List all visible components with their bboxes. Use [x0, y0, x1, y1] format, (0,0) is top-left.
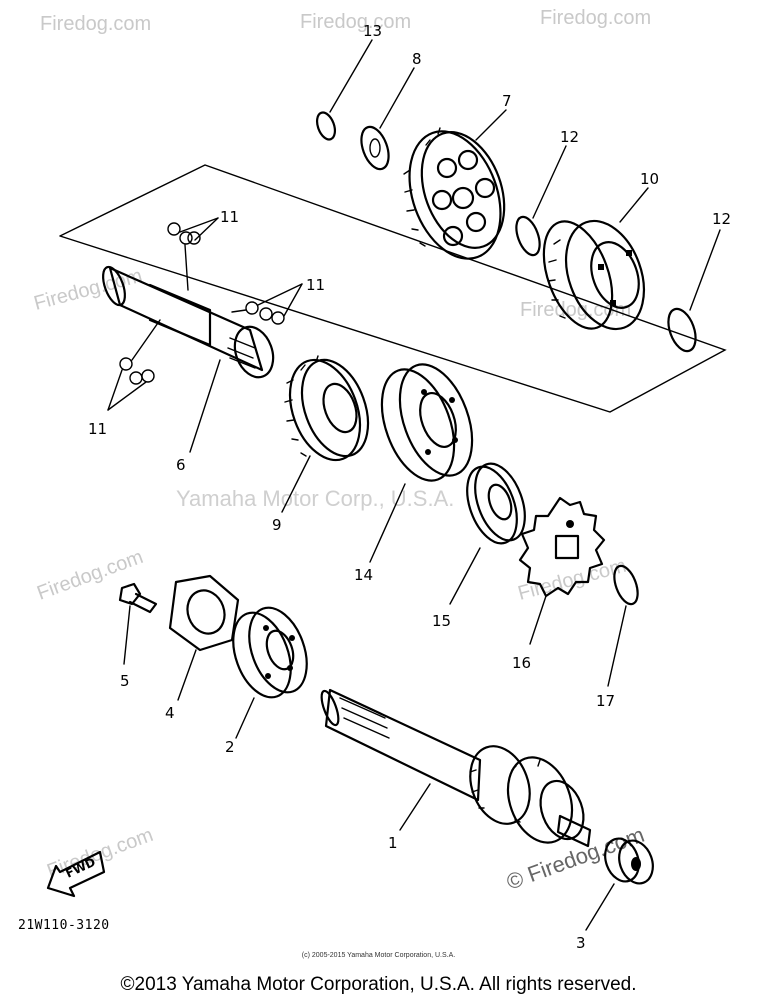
callout-4: 4 [165, 704, 175, 722]
part-15-seal [449, 462, 526, 605]
watermark-firedog-1: Firedog.com [40, 13, 151, 35]
watermark-firedog-2: Firedog.com [300, 11, 411, 33]
part-9-gear [281, 355, 370, 513]
callout-17: 17 [596, 692, 615, 710]
watermarks: Firedog.com Firedog.com Firedog.com Fire… [32, 7, 652, 895]
part-13-circlip [315, 39, 373, 141]
callout-12-lower: 12 [712, 210, 731, 228]
part-1-main-axle [320, 688, 592, 848]
callout-13: 13 [363, 22, 382, 40]
callout-10: 10 [640, 170, 659, 188]
callout-14: 14 [354, 566, 373, 584]
watermark-firedog-3: Firedog.com [540, 7, 651, 29]
part-11-balls [107, 217, 303, 411]
watermark-firedog-5: Firedog.com [520, 299, 631, 321]
small-copyright: (c) 2005-2015 Yamaha Motor Corporation, … [301, 952, 456, 959]
part-7-gear [403, 109, 507, 260]
part-14-bearing [369, 363, 474, 563]
callout-1: 1 [388, 834, 398, 852]
callout-7: 7 [502, 92, 512, 110]
part-17-circlip [607, 564, 639, 687]
callout-15: 15 [432, 612, 451, 630]
assembly-outline [59, 164, 727, 413]
callout-8: 8 [412, 50, 422, 68]
part-16-sprocket [518, 496, 606, 645]
diagram-part-code: 21W110-3120 [18, 918, 110, 933]
callout-9: 9 [272, 516, 282, 534]
part-10-gear [542, 187, 649, 331]
part-5-bolt [118, 582, 158, 665]
callouts: 13 8 7 12 10 12 11 11 11 6 9 14 15 16 17… [88, 22, 731, 952]
part-4-plate [168, 574, 240, 701]
callout-11-right: 11 [306, 276, 325, 294]
part-6-shaft [102, 265, 275, 453]
callout-5: 5 [120, 672, 130, 690]
callout-2: 2 [225, 738, 235, 756]
watermark-firedog-7: Firedog.com [516, 555, 629, 605]
callout-11-left: 11 [88, 420, 107, 438]
callout-6: 6 [176, 456, 186, 474]
callout-3: 3 [576, 934, 586, 952]
callout-16: 16 [512, 654, 531, 672]
part-2-bearing [232, 606, 308, 739]
callout-12-upper: 12 [560, 128, 579, 146]
watermark-firedog-6: Firedog.com [34, 546, 146, 605]
watermark-yamaha: Yamaha Motor Corp., U.S.A. [176, 486, 454, 511]
part-8-washer [360, 67, 415, 171]
copyright-notice: ©2013 Yamaha Motor Corporation, U.S.A. A… [120, 974, 637, 995]
callout-11-top: 11 [220, 208, 239, 226]
part-12-circlip-lower [667, 229, 721, 353]
part-3-collar [585, 837, 654, 931]
part-12-circlip-upper [515, 145, 567, 257]
